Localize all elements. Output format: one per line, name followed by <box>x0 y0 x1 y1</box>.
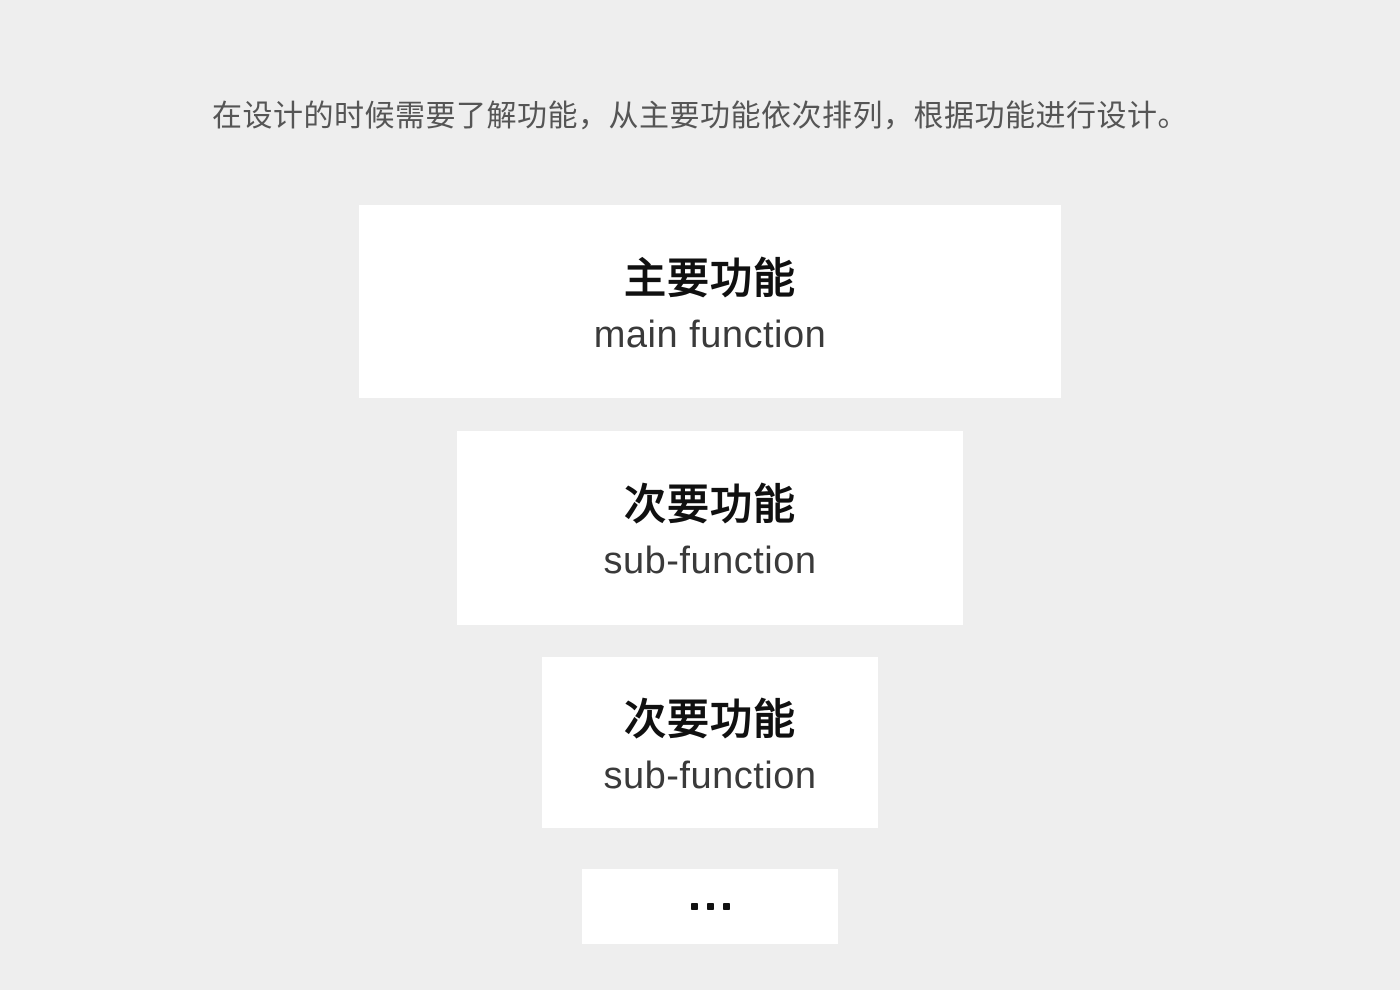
ellipsis-dot <box>722 903 730 910</box>
card-text-block: 次要功能 sub-function <box>603 479 816 585</box>
card-title-cn: 次要功能 <box>623 695 796 743</box>
ellipsis-dot <box>706 903 714 910</box>
function-card-more[interactable]: … <box>582 869 838 944</box>
ellipsis-dot <box>690 903 698 910</box>
page-caption: 在设计的时候需要了解功能，从主要功能依次排列，根据功能进行设计。 <box>212 100 1188 133</box>
card-title-cn: 主要功能 <box>623 254 796 302</box>
card-title-en: sub-function <box>603 754 817 797</box>
function-card-sub-2[interactable]: 次要功能 sub-function <box>542 657 878 828</box>
function-card-main[interactable]: 主要功能 main function <box>359 205 1061 398</box>
card-title-en: sub-function <box>603 540 817 582</box>
ellipsis-icon <box>690 903 730 910</box>
card-text-block: 次要功能 sub-function <box>603 694 816 800</box>
card-title-en: main function <box>593 313 827 356</box>
card-text-block: 主要功能 main function <box>594 253 827 359</box>
card-title-cn: 次要功能 <box>623 481 796 528</box>
function-card-sub-1[interactable]: 次要功能 sub-function <box>457 431 963 625</box>
